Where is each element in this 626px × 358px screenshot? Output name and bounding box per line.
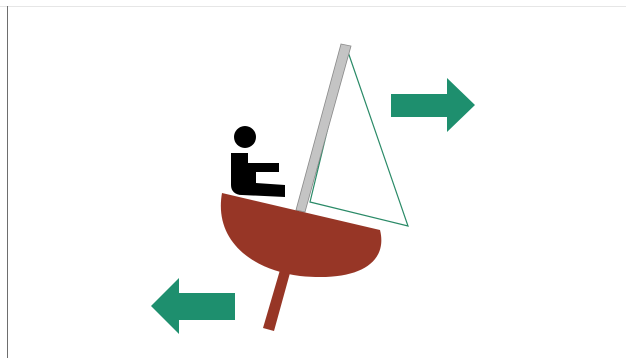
arrow-left-icon <box>151 278 235 334</box>
centerboard-keel <box>263 270 290 331</box>
arrow-right-icon <box>391 78 475 132</box>
sailor-head <box>234 126 256 148</box>
sailor-figure-icon <box>231 126 285 197</box>
sailor-body <box>231 153 285 197</box>
